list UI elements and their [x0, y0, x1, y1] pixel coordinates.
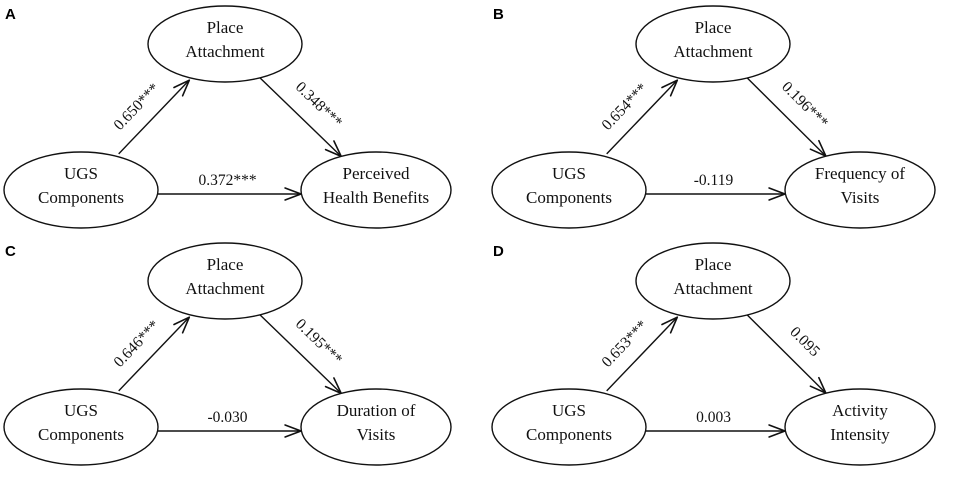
mediator-node-label-line-2: Attachment: [185, 42, 265, 61]
source-node-ellipse: [3, 388, 159, 466]
outcome-node-label-line-1: Activity: [832, 401, 888, 420]
path-c-coefficient: -0.030: [207, 409, 247, 426]
source-node-label-line-2: Components: [526, 188, 612, 207]
panel-letter: B: [493, 6, 504, 23]
path-c-coefficient: -0.119: [694, 172, 734, 189]
path-b-arrow-line: [746, 77, 827, 157]
source-node-ellipse: [3, 151, 159, 229]
source-node-ellipse: [491, 388, 647, 466]
outcome-node-label-line-1: Frequency of: [815, 164, 906, 183]
path-a-coefficient: 0.650***: [111, 80, 164, 134]
outcome-node-ellipse: [784, 388, 936, 466]
path-b-coefficient: 0.348***: [292, 79, 346, 132]
panel-letter: C: [5, 243, 16, 260]
mediator-node-label-line-1: Place: [207, 18, 244, 37]
path-c-coefficient: 0.372***: [198, 172, 256, 189]
mediator-node-ellipse: [635, 242, 791, 320]
mediator-node-ellipse: [147, 242, 303, 320]
mediator-node-label-line-2: Attachment: [673, 279, 753, 298]
path-a-arrow-arrowhead: [173, 316, 191, 334]
source-node-label-line-2: Components: [38, 425, 124, 444]
source-node-label-line-1: UGS: [64, 164, 98, 183]
path-b-arrow-line: [259, 77, 342, 157]
mediator-node-label-line-2: Attachment: [185, 279, 265, 298]
outcome-node-ellipse: [300, 151, 452, 229]
source-node-label-line-2: Components: [526, 425, 612, 444]
path-a-coefficient: 0.653***: [599, 317, 652, 371]
source-node-label-line-1: UGS: [552, 401, 586, 420]
mediator-node-label-line-2: Attachment: [673, 42, 753, 61]
path-b-arrow-line: [746, 314, 827, 394]
path-a-arrow-line: [606, 316, 678, 392]
path-b-coefficient: 0.095: [786, 324, 823, 361]
outcome-node-ellipse: [300, 388, 452, 466]
panel-letter: A: [5, 6, 16, 23]
panel-letter: D: [493, 243, 504, 260]
path-a-arrow-arrowhead: [661, 316, 679, 334]
path-a-coefficient: 0.654***: [599, 80, 652, 134]
mediator-node-ellipse: [147, 5, 303, 83]
outcome-node-ellipse: [784, 151, 936, 229]
mediator-node-ellipse: [635, 5, 791, 83]
source-node-ellipse: [491, 151, 647, 229]
path-a-arrow-arrowhead: [661, 79, 679, 97]
outcome-node-label-line-2: Health Benefits: [323, 188, 429, 207]
path-b-coefficient: 0.195***: [292, 316, 346, 369]
path-a-arrow-line: [118, 316, 190, 392]
mediator-node-label-line-1: Place: [695, 255, 732, 274]
outcome-node-label-line-2: Intensity: [830, 425, 890, 444]
outcome-node-label-line-2: Visits: [357, 425, 396, 444]
source-node-label-line-1: UGS: [64, 401, 98, 420]
path-a-arrow-arrowhead: [173, 79, 191, 97]
path-a-arrow-line: [118, 79, 190, 155]
outcome-node-label-line-2: Visits: [841, 188, 880, 207]
source-node-label-line-1: UGS: [552, 164, 586, 183]
path-b-arrow-line: [259, 314, 342, 394]
path-b-coefficient: 0.196***: [778, 78, 831, 131]
path-c-coefficient: 0.003: [696, 409, 731, 426]
source-node-label-line-2: Components: [38, 188, 124, 207]
mediator-node-label-line-1: Place: [207, 255, 244, 274]
path-a-coefficient: 0.646***: [111, 317, 164, 371]
path-a-arrow-line: [606, 79, 678, 155]
outcome-node-label-line-1: Perceived: [342, 164, 410, 183]
outcome-node-label-line-1: Duration of: [337, 401, 416, 420]
mediator-node-label-line-1: Place: [695, 18, 732, 37]
